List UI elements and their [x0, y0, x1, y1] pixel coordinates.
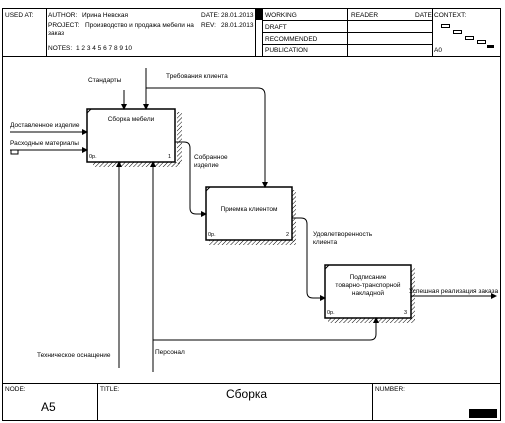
title-label: TITLE: — [100, 386, 120, 393]
node-value: A5 — [41, 400, 56, 414]
header-divider — [46, 8, 47, 56]
label-consumables: Расходные материалы — [10, 140, 79, 147]
box-shadow — [93, 112, 415, 323]
number-label: NUMBER: — [375, 386, 405, 393]
header-divider — [432, 8, 433, 56]
label-personnel: Персонал — [155, 349, 185, 356]
author-label: AUTHOR: — [48, 12, 78, 19]
box-1-cost: 0р. — [89, 154, 97, 160]
arrow-personnel[interactable] — [152, 317, 379, 372]
context-node: A0 — [434, 47, 442, 54]
arrow-client-requirements[interactable] — [145, 68, 268, 188]
header-row-line — [262, 32, 432, 33]
label-client-requirements: Требования клиента — [166, 73, 228, 80]
label-assembled-line1: Собранное — [194, 154, 228, 161]
rev-value: 28.01.2013 — [221, 22, 254, 29]
label-equipment: Техническое оснащение — [37, 352, 111, 359]
date-label: DATE: — [201, 12, 220, 19]
box-3-cost: 0р. — [327, 310, 335, 316]
notes-value: 1 2 3 4 5 6 7 8 9 10 — [76, 45, 133, 52]
label-assembled-line2: изделие — [194, 162, 219, 169]
arrow-client-satisfaction[interactable] — [292, 217, 326, 301]
activity-box-2[interactable] — [205, 186, 293, 241]
box-1-label: Сборка мебели — [107, 116, 155, 123]
status-marker-working — [255, 9, 262, 20]
project-value: Производство и продажа мебели на — [85, 22, 194, 29]
activity-box-3[interactable] — [324, 264, 412, 319]
title-value: Сборка — [226, 387, 268, 401]
box-3-label-line1: Подписание — [349, 274, 387, 281]
header-row-line — [262, 44, 432, 45]
box-corner-mark — [205, 186, 211, 192]
box-2-label: Приемка клиентом — [220, 206, 278, 213]
label-satisfaction-line2: клиента — [313, 239, 338, 246]
box-2-cost: 0р. — [208, 232, 216, 238]
header-bottom-line — [2, 56, 501, 57]
box-1-number: 1 — [168, 154, 172, 160]
status-recommended: RECOMMENDED — [265, 36, 318, 43]
footer-black-marker — [469, 409, 497, 418]
footer-divider — [97, 383, 98, 421]
status-working: WORKING — [265, 12, 297, 19]
box-3-label-line2: товарно-транспорной — [335, 282, 401, 289]
label-delivered-product: Доставленное изделие — [10, 122, 80, 129]
box-corner-mark — [86, 108, 92, 114]
notes-label: NOTES: — [48, 45, 73, 52]
label-satisfaction-line1: Удовлетворенность — [313, 231, 373, 238]
status-marker-column — [255, 20, 256, 56]
footer-divider — [372, 383, 373, 421]
activity-box-1[interactable] — [86, 108, 176, 163]
reader-label: READER — [351, 12, 379, 19]
reader-date-label: DATE — [415, 12, 432, 19]
node-label: NODE: — [5, 386, 26, 393]
status-draft: DRAFT — [265, 24, 287, 31]
label-success: Успешная реализация заказа — [409, 288, 499, 295]
tunnel-mark — [10, 149, 19, 155]
box-corner-mark — [324, 264, 330, 270]
box-3-number: 3 — [404, 310, 408, 316]
context-label: CONTEXT: — [434, 12, 467, 19]
used-at-label: USED AT: — [5, 12, 34, 19]
box-3-label-line3: накладной — [351, 290, 385, 297]
box-2-number: 2 — [286, 232, 290, 238]
status-publication: PUBLICATION — [265, 47, 308, 54]
label-standards: Стандарты — [88, 77, 122, 84]
author-value: Ирина Невская — [82, 12, 128, 19]
date-value: 28.01.2013 — [221, 12, 254, 19]
header-row-line — [262, 20, 432, 21]
diagram-frame — [2, 8, 501, 421]
footer-top-line — [2, 383, 501, 384]
rev-label: REV: — [201, 22, 216, 29]
arrow-assembled-product[interactable] — [175, 141, 207, 217]
project-label: PROJECT: — [48, 22, 80, 29]
project-value-cont: заказ — [48, 30, 65, 37]
